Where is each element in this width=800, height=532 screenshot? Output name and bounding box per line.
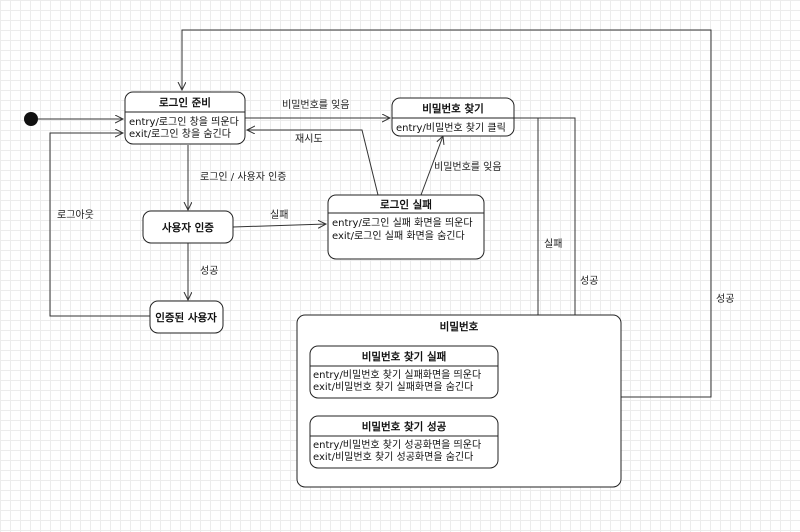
state-title: 비밀번호 찾기 성공 xyxy=(362,420,447,433)
edge-login-fail-to-login-ready xyxy=(247,130,379,196)
label-logout: 로그아웃 xyxy=(57,209,94,221)
state-entry-action: entry/비밀번호 찾기 클릭 xyxy=(396,122,506,134)
state-find-password-success[interactable]: 비밀번호 찾기 성공 entry/비밀번호 찾기 성공화면을 띄운다 exit/… xyxy=(309,415,499,469)
initial-state xyxy=(24,112,38,126)
state-entry-action: entry/비밀번호 찾기 성공화면을 띄운다 xyxy=(313,439,481,451)
state-title: 인증된 사용자 xyxy=(155,311,217,324)
label-success-1: 성공 xyxy=(200,265,218,277)
label-success-3: 성공 xyxy=(716,293,734,305)
label-login-user-auth: 로그인 / 사용자 인증 xyxy=(200,171,287,183)
state-title: 사용자 인증 xyxy=(162,221,214,234)
state-title: 로그인 실패 xyxy=(380,198,432,211)
state-exit-action: exit/비밀번호 찾기 성공화면을 숨긴다 xyxy=(313,451,473,463)
state-user-auth[interactable]: 사용자 인증 xyxy=(142,210,234,244)
label-fail-1: 실패 xyxy=(270,209,288,221)
state-find-password[interactable]: 비밀번호 찾기 entry/비밀번호 찾기 클릭 xyxy=(391,97,515,137)
edge-password-group-to-login-ready xyxy=(182,29,712,398)
state-entry-action: entry/로그인 실패 화면을 띄운다 xyxy=(332,217,473,229)
state-login-ready[interactable]: 로그인 준비 entry/로그인 창을 띄운다 exit/로그인 창을 숨긴다 xyxy=(124,91,246,145)
state-authenticated-user[interactable]: 인증된 사용자 xyxy=(149,300,224,334)
edge-user-auth-to-login-fail xyxy=(232,224,326,227)
state-exit-action: exit/로그인 실패 화면을 숨긴다 xyxy=(332,230,465,242)
state-login-fail[interactable]: 로그인 실패 entry/로그인 실패 화면을 띄운다 exit/로그인 실패 … xyxy=(327,194,485,260)
state-find-password-fail[interactable]: 비밀번호 찾기 실패 entry/비밀번호 찾기 실패화면을 띄운다 exit/… xyxy=(309,345,499,399)
state-exit-action: exit/로그인 창을 숨긴다 xyxy=(129,128,231,140)
state-title: 비밀번호 찾기 실패 xyxy=(362,350,447,363)
state-title: 비밀번호 찾기 xyxy=(422,102,484,115)
label-forgot-password-1: 비밀번호를 잊음 xyxy=(282,99,350,111)
state-title: 비밀번호 xyxy=(440,320,479,333)
state-title: 로그인 준비 xyxy=(159,96,211,109)
label-success-2: 성공 xyxy=(580,275,598,287)
label-fail-2: 실패 xyxy=(544,238,562,250)
edge-authenticated-to-login-ready xyxy=(49,133,150,317)
label-retry: 재시도 xyxy=(295,133,323,145)
state-entry-action: entry/로그인 창을 띄운다 xyxy=(129,116,239,128)
state-exit-action: exit/비밀번호 찾기 실패화면을 숨긴다 xyxy=(313,381,473,393)
label-forgot-password-2: 비밀번호를 잊음 xyxy=(434,161,502,173)
edge-login-fail-to-find-password xyxy=(420,136,443,196)
state-entry-action: entry/비밀번호 찾기 실패화면을 띄운다 xyxy=(313,369,481,381)
